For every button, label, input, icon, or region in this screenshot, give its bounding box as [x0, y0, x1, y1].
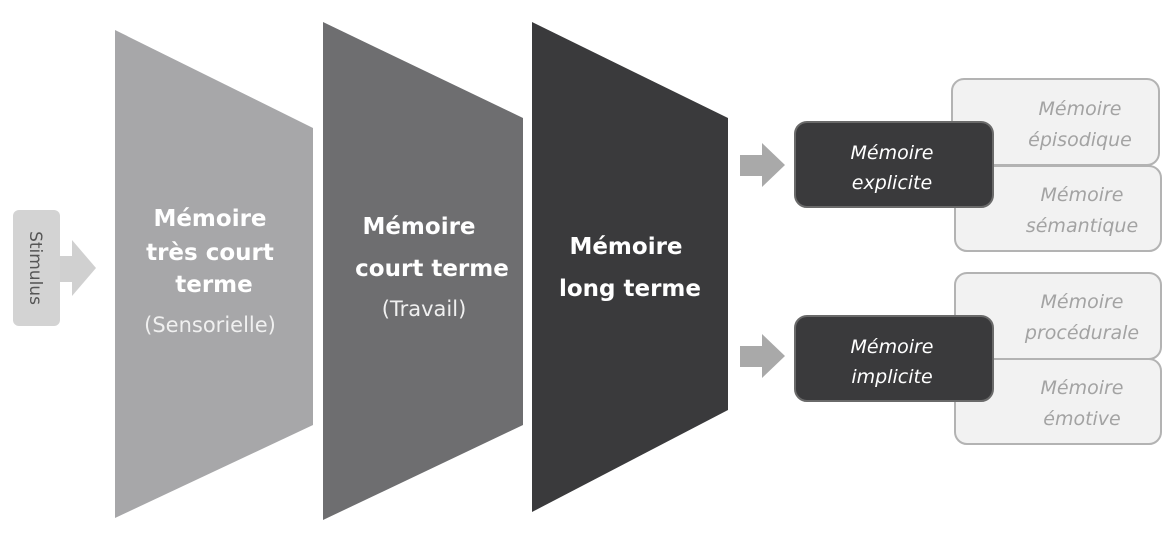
stage-long-term-title: Mémoire long terme [559, 234, 701, 302]
stage-short-term [323, 22, 523, 520]
stage-short-term-subtitle: (Travail) [382, 297, 467, 321]
arrow-right-icon [740, 334, 785, 378]
stage-sensory-subtitle: (Sensorielle) [144, 313, 276, 337]
arrow-right-icon [740, 143, 785, 187]
stimulus-label: Stimulus [25, 231, 45, 305]
stimulus-node: Stimulus [13, 210, 96, 326]
stage-long-term [532, 22, 728, 512]
stage-sensory [115, 30, 313, 518]
stimulus-arrow-icon [55, 240, 96, 296]
stage-sensory-title: Mémoire très court terme [146, 206, 282, 298]
stimulus-box [13, 210, 60, 326]
stage-short-term-title: Mémoire court terme [355, 214, 509, 282]
